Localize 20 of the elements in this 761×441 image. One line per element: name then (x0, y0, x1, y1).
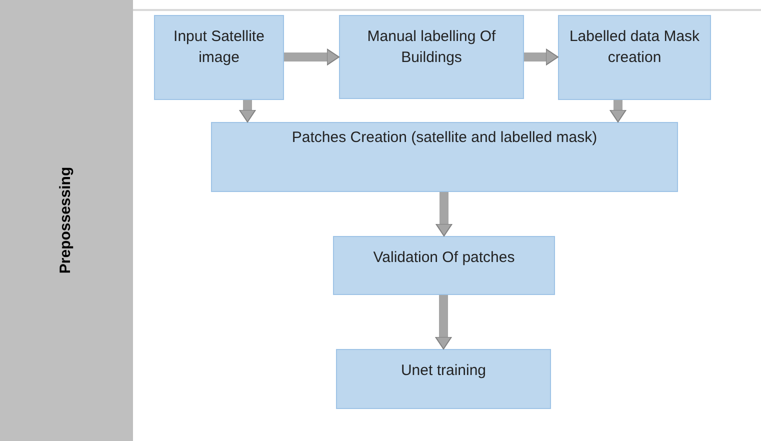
box-label: Labelled data Mask creation (568, 27, 701, 68)
arrow (284, 48, 340, 66)
process-box (333, 236, 555, 295)
lane-label: Prepossessing (56, 167, 76, 274)
box-label: Patches Creation (satellite and labelled mask) (292, 128, 598, 148)
arrow (524, 48, 558, 66)
arrow (610, 100, 626, 122)
process-box (339, 15, 524, 99)
box-label: Unet training (400, 361, 486, 381)
process-box (154, 15, 284, 100)
box-label: Manual labelling Of Buildings (366, 27, 497, 68)
process-box (336, 349, 551, 409)
box-label: Input Satellite image (172, 27, 266, 68)
process-box (558, 15, 711, 100)
arrow (436, 192, 452, 236)
arrow (239, 100, 256, 122)
arrow (435, 295, 452, 350)
box-label: Validation Of patches (373, 248, 515, 268)
lane-band (0, 0, 133, 441)
process-box (211, 122, 678, 192)
